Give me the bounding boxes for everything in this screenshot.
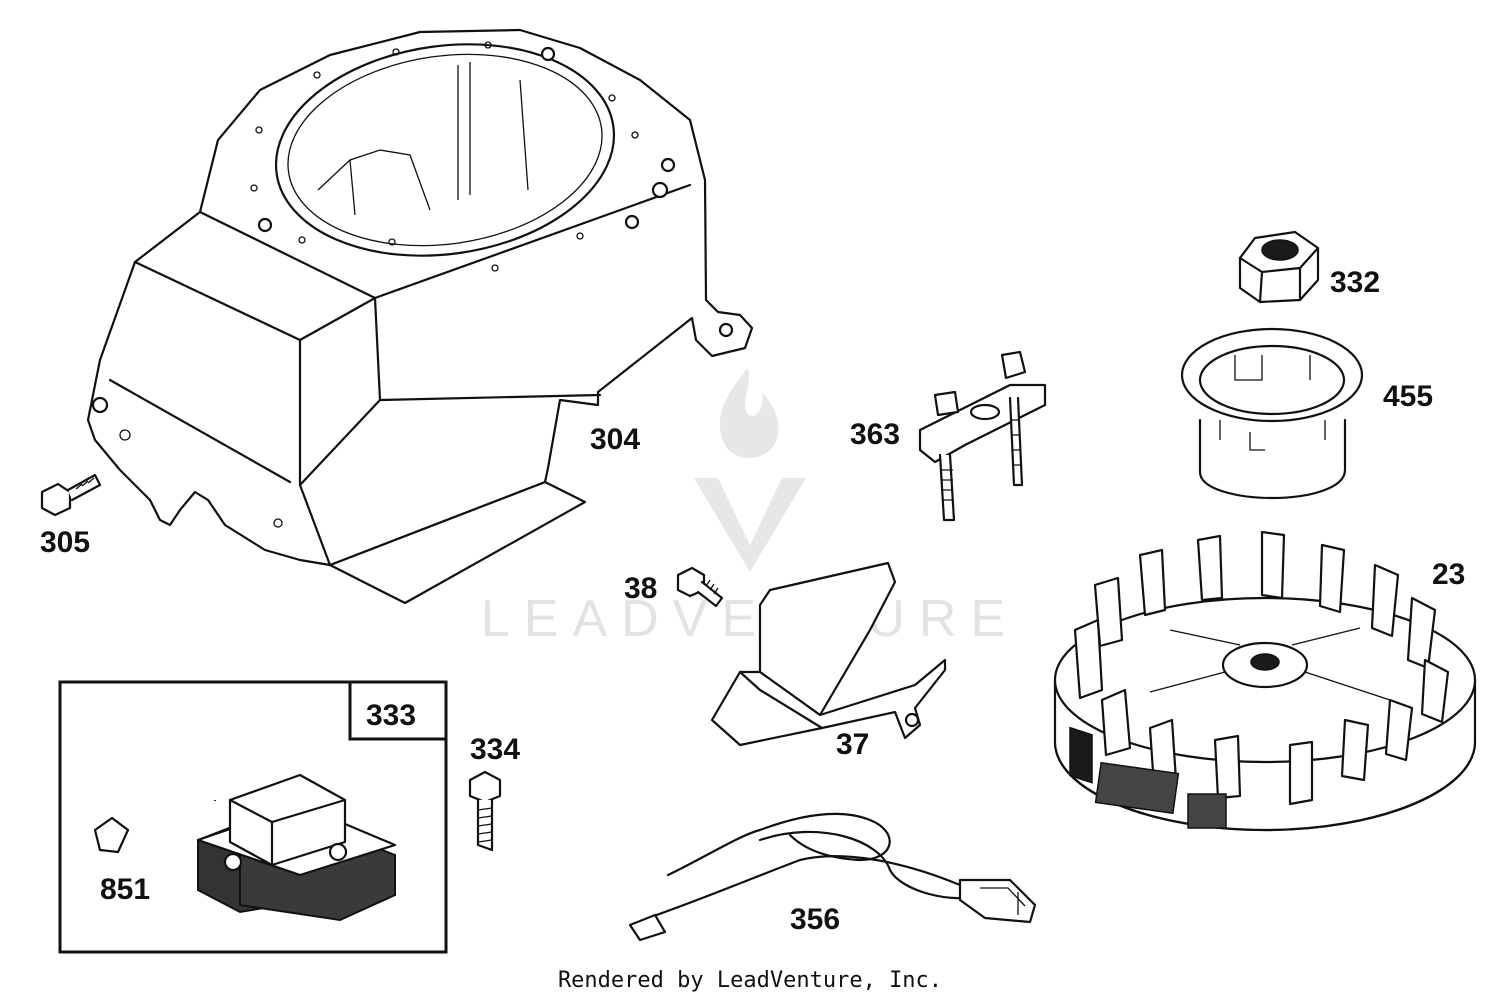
blower-housing-drawing [86, 28, 754, 605]
label-305: 305 [40, 526, 90, 559]
label-363: 363 [850, 418, 900, 451]
bolt-305-drawing [40, 473, 102, 517]
starter-cup-drawing [1180, 327, 1364, 500]
nut-drawing [1238, 230, 1320, 304]
screw-38-drawing [676, 566, 724, 608]
housing-bolt-holes [91, 41, 734, 528]
wire-harness-drawing [628, 812, 1037, 942]
label-box-333 [348, 680, 448, 741]
bracket-with-studs-drawing [918, 350, 1047, 522]
footer-credit: Rendered by LeadVenture, Inc. [558, 968, 942, 993]
watermark-logo [694, 368, 806, 572]
label-334: 334 [470, 733, 520, 766]
air-guide-drawing [710, 561, 947, 747]
label-333: 333 [366, 699, 416, 732]
screw-334-drawing [468, 770, 502, 852]
label-304: 304 [590, 423, 640, 456]
flywheel-drawing [1053, 530, 1477, 832]
flywheel-magnet-blocks [1069, 726, 1227, 829]
label-38: 38 [624, 572, 657, 605]
ignition-armature-group [58, 680, 448, 954]
flywheel-fins [1073, 530, 1450, 806]
label-37: 37 [836, 728, 869, 761]
label-356: 356 [790, 903, 840, 936]
label-851: 851 [100, 873, 150, 906]
label-332: 332 [1330, 266, 1380, 299]
label-23: 23 [1432, 558, 1465, 591]
label-455: 455 [1383, 380, 1433, 413]
watermark-text: LEADVENTURE [481, 590, 1019, 648]
